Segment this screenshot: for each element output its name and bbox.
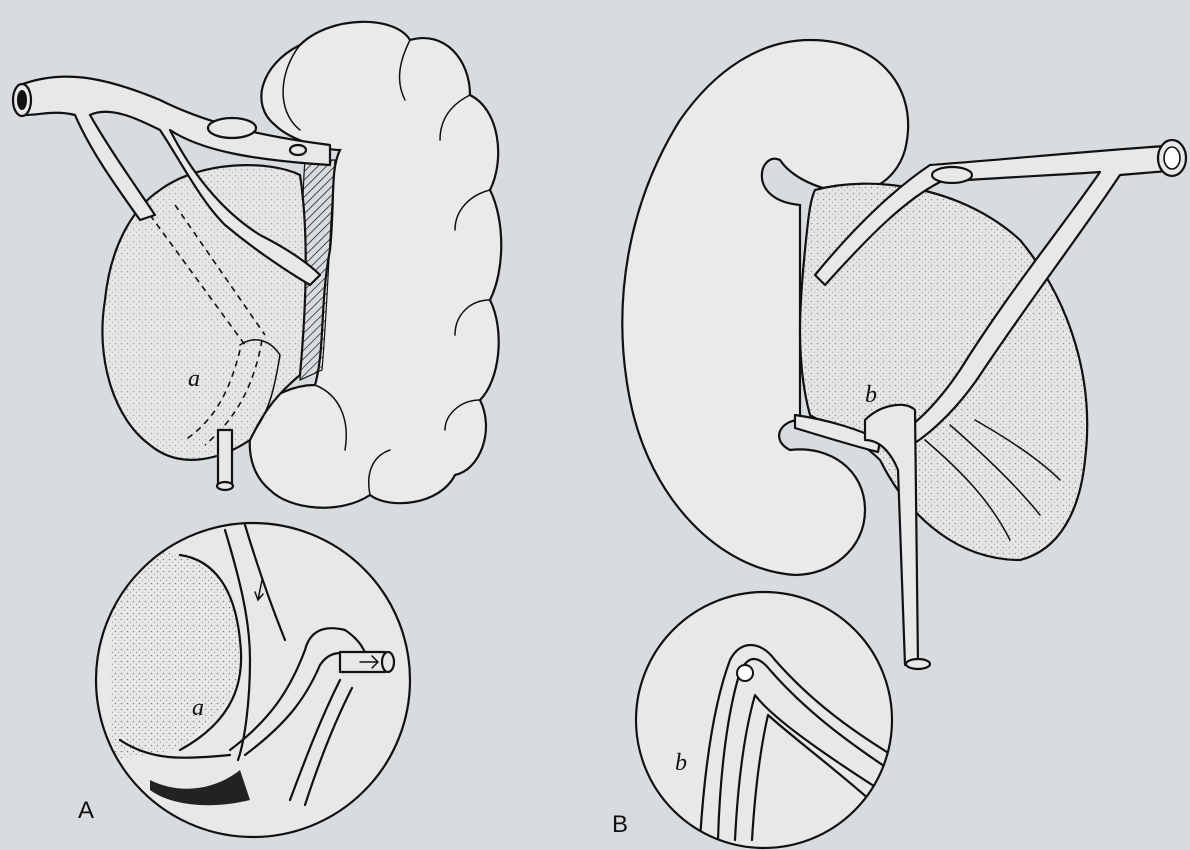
- panel-a-label: A: [78, 797, 94, 824]
- panel-a: a: [13, 22, 501, 508]
- panel-b-label: B: [612, 811, 628, 838]
- ureter-a: [217, 430, 233, 490]
- inset-a: a: [96, 523, 410, 837]
- inset-b: b: [636, 592, 900, 848]
- label-b-inset: b: [675, 750, 687, 776]
- label-a-main: a: [188, 366, 200, 392]
- label-b-main: b: [865, 382, 877, 408]
- panel-b: b: [622, 40, 1186, 669]
- label-a-inset: a: [192, 695, 204, 721]
